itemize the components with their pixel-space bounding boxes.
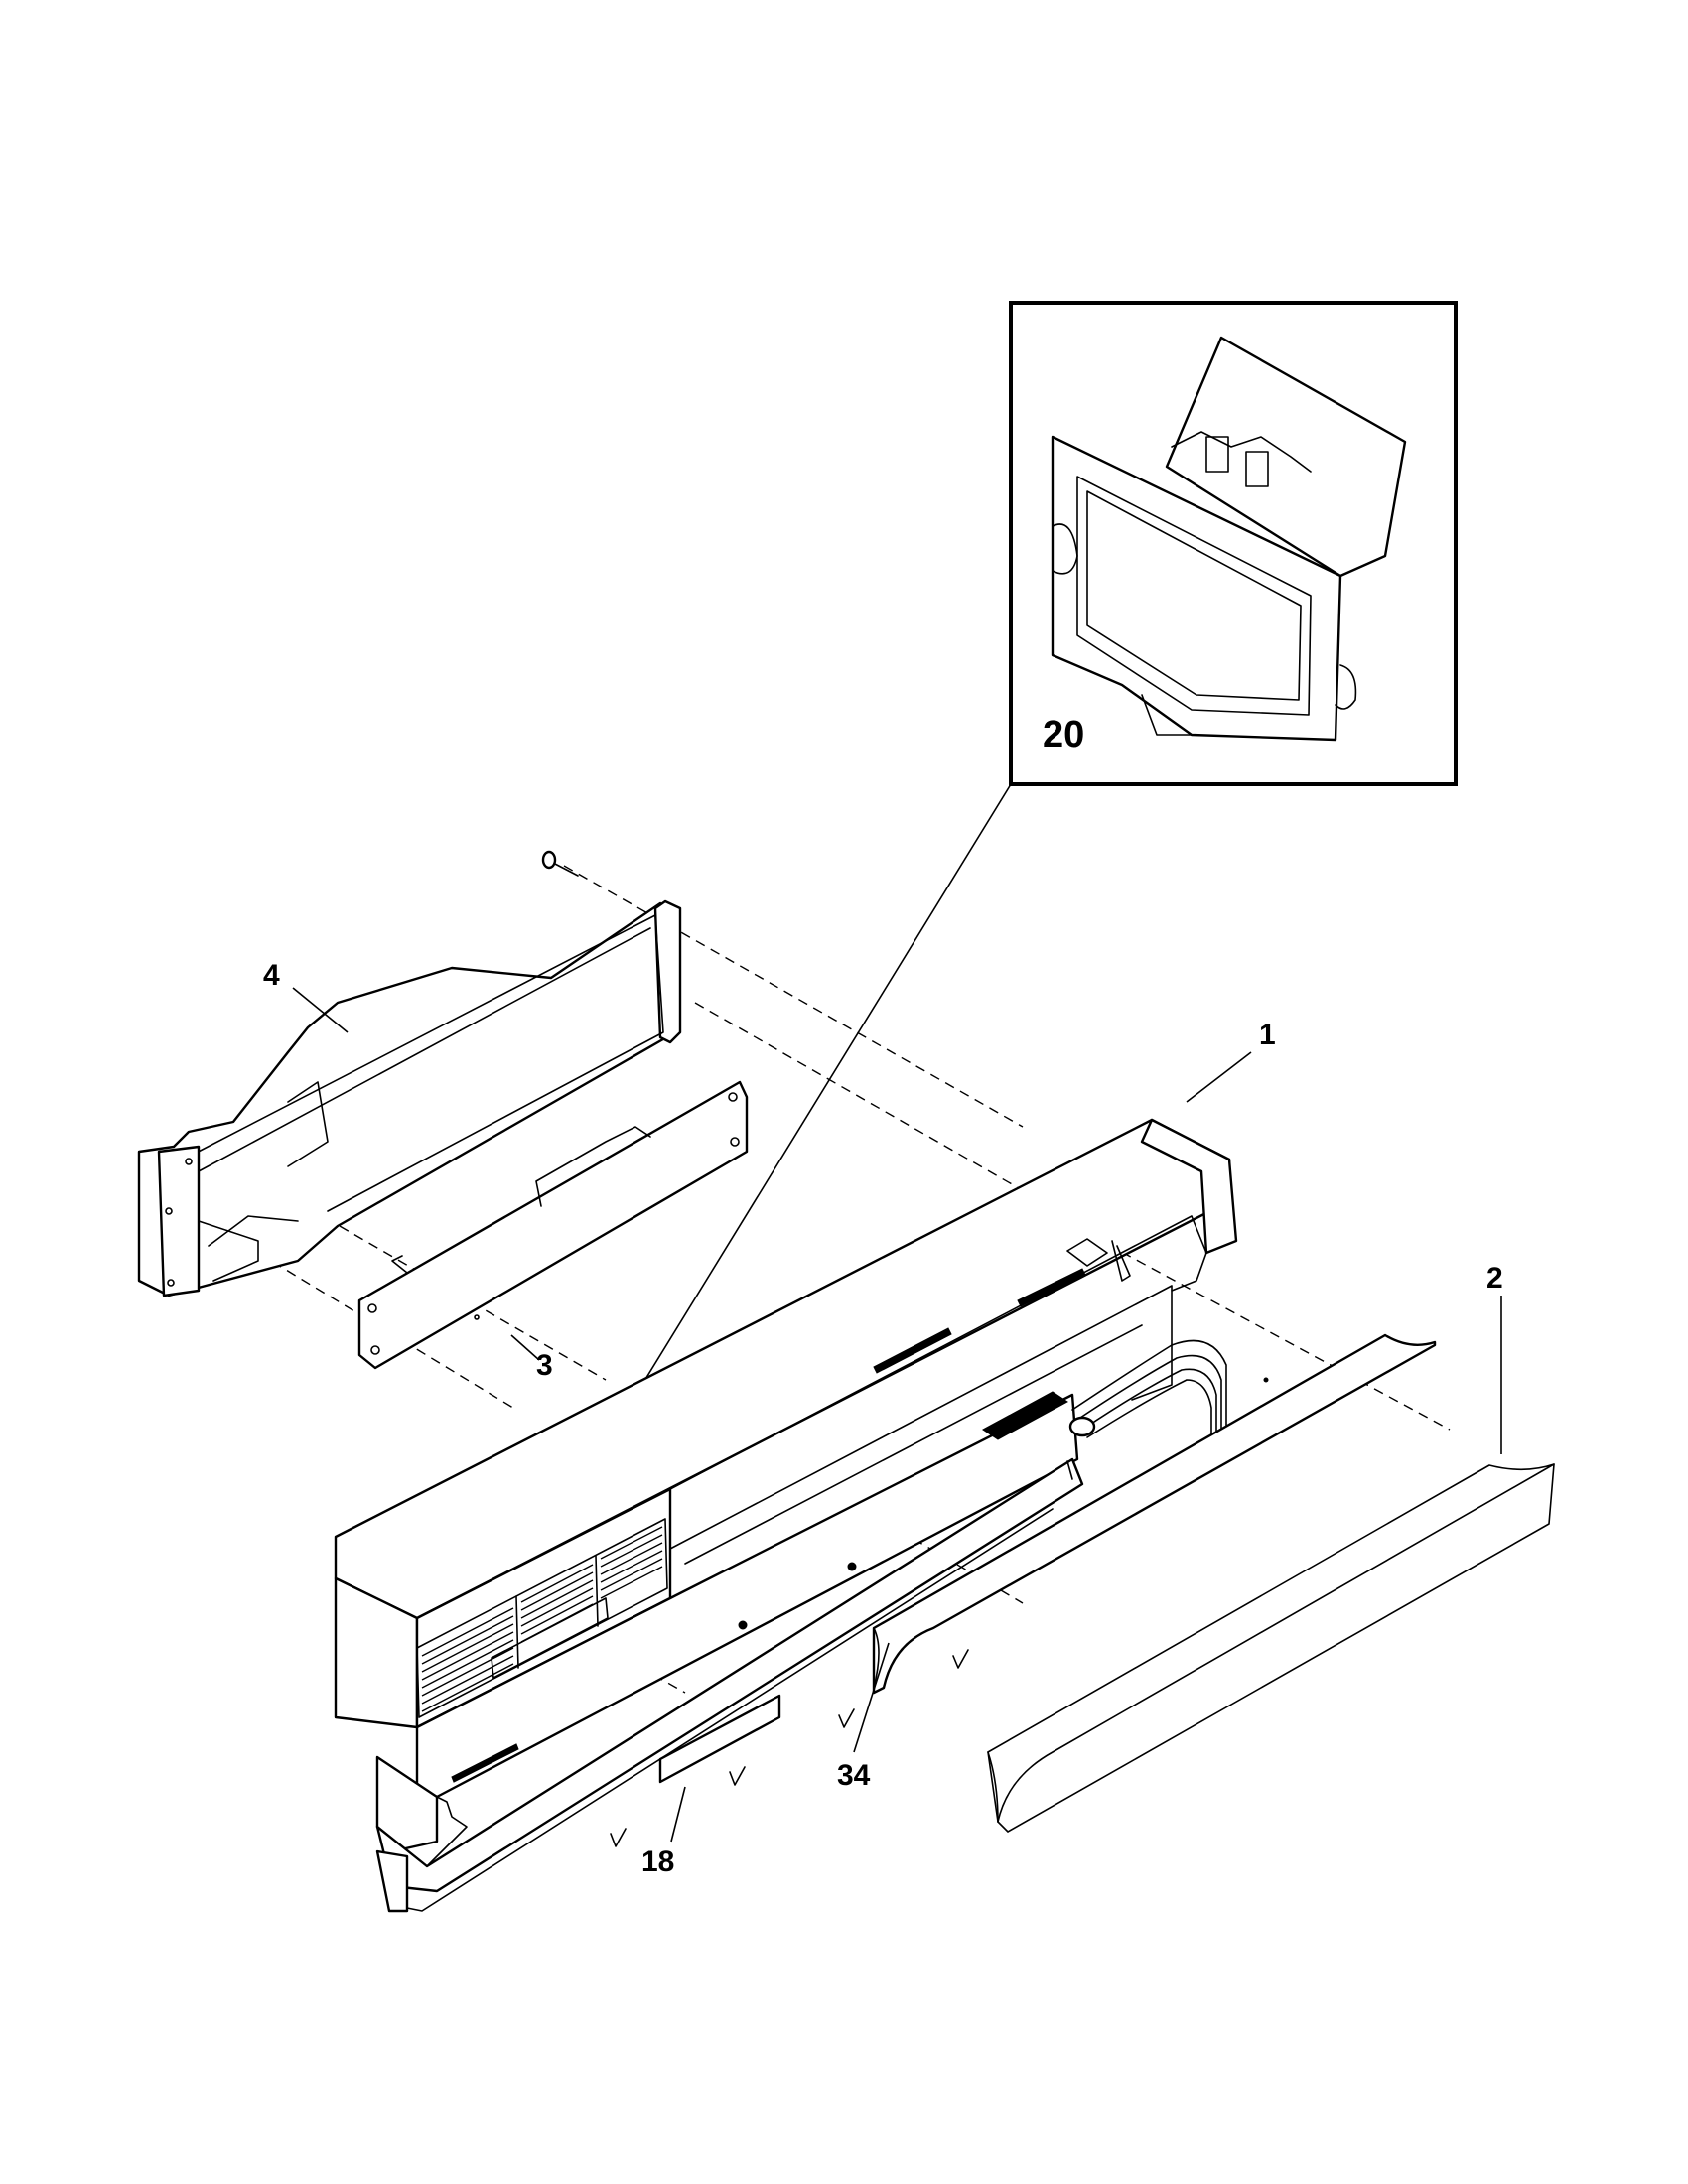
callout-3: 3 xyxy=(536,1349,553,1382)
inset-leader-line xyxy=(617,783,1012,1426)
part-18-label xyxy=(658,1694,781,1784)
callout-1: 1 xyxy=(1259,1019,1276,1051)
callout-2: 2 xyxy=(1486,1262,1503,1295)
part-4-rear-housing xyxy=(137,850,682,1297)
callout-4: 4 xyxy=(263,959,280,992)
wire-harness xyxy=(982,1339,1227,1463)
inset-detail-box: 20 xyxy=(1009,301,1458,786)
callout-18: 18 xyxy=(641,1845,674,1878)
part-1-control-panel xyxy=(334,1118,1238,1913)
part-3-control-board xyxy=(357,1080,749,1370)
callout-20: 20 xyxy=(1043,714,1084,755)
vent-grille xyxy=(416,1518,668,1718)
part-2-trim-strip xyxy=(987,1463,1555,1833)
callout-34: 34 xyxy=(837,1759,871,1792)
part-34-trim-strip xyxy=(872,1333,1437,1695)
screw xyxy=(541,850,579,877)
leader-lines xyxy=(292,987,1502,1843)
dispenser-housing-drawing xyxy=(1051,336,1407,742)
